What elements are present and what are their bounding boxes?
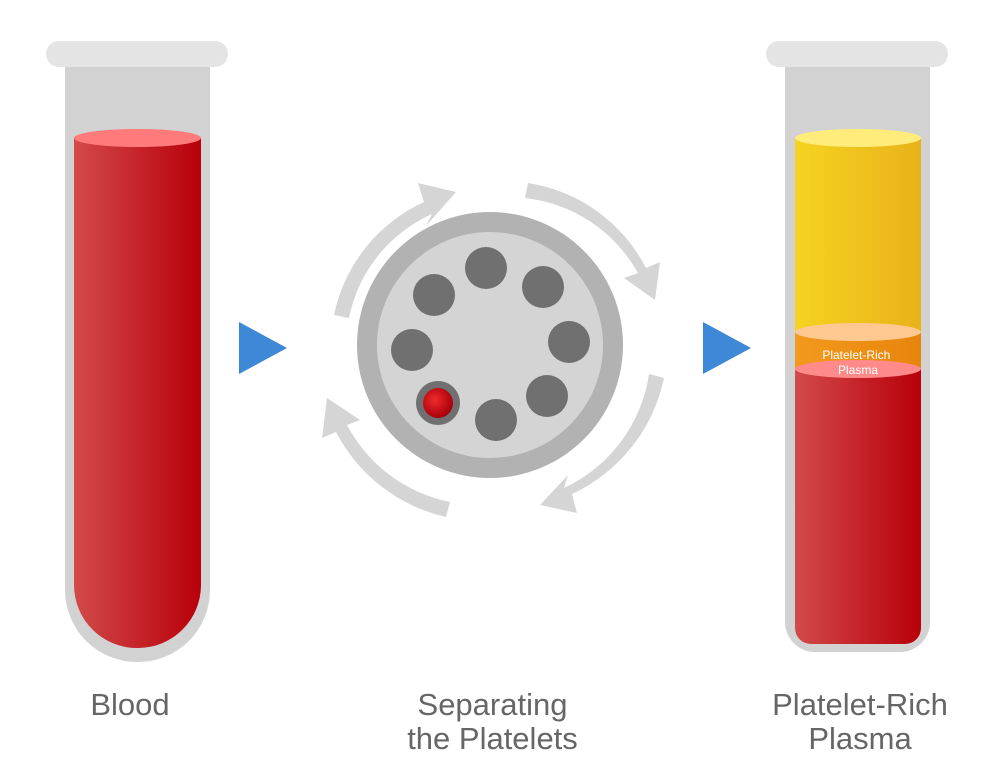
blood-sample-icon — [423, 388, 453, 418]
blood-fill — [74, 138, 201, 649]
rotor-slot — [475, 399, 517, 441]
rotor-slot — [391, 329, 433, 371]
rotation-arrow-icon — [540, 374, 664, 513]
caption-line: Platelet-Rich — [772, 687, 948, 722]
plasma-surface — [795, 129, 921, 147]
platelet-layer-label: Platelet-Rich Plasma — [822, 348, 893, 377]
red-cell-layer — [795, 369, 921, 644]
caption-line: Separating — [417, 687, 568, 722]
flow-arrow-icon — [239, 322, 287, 374]
flow-arrow-icon — [703, 322, 751, 374]
caption-line: Blood — [90, 687, 170, 722]
rotor-slot — [465, 247, 507, 289]
caption-line: Plasma — [808, 721, 912, 756]
plasma-layer — [795, 138, 921, 332]
rotation-arrow-icon — [322, 398, 450, 517]
tube-cap — [46, 41, 228, 67]
step-caption-blood: Blood — [30, 688, 230, 722]
platelet-layer-top — [795, 323, 921, 341]
step-caption-prp: Platelet-Rich Plasma — [740, 688, 980, 756]
rotor-slot — [526, 375, 568, 417]
step-caption-separating: Separating the Platelets — [360, 688, 625, 756]
caption-line: the Platelets — [407, 721, 578, 756]
tube-cap — [766, 41, 948, 67]
rotor-slot — [522, 266, 564, 308]
blood-tube — [46, 41, 228, 663]
prp-tube: Platelet-Rich Plasma — [766, 41, 948, 652]
rotation-arrow-icon — [334, 183, 456, 318]
rotor-slot — [548, 321, 590, 363]
rotation-arrow-icon — [525, 183, 660, 300]
centrifuge-icon — [322, 183, 664, 517]
rotor-slot — [413, 274, 455, 316]
platelet-layer-bottom — [795, 360, 921, 378]
blood-surface — [74, 129, 201, 147]
